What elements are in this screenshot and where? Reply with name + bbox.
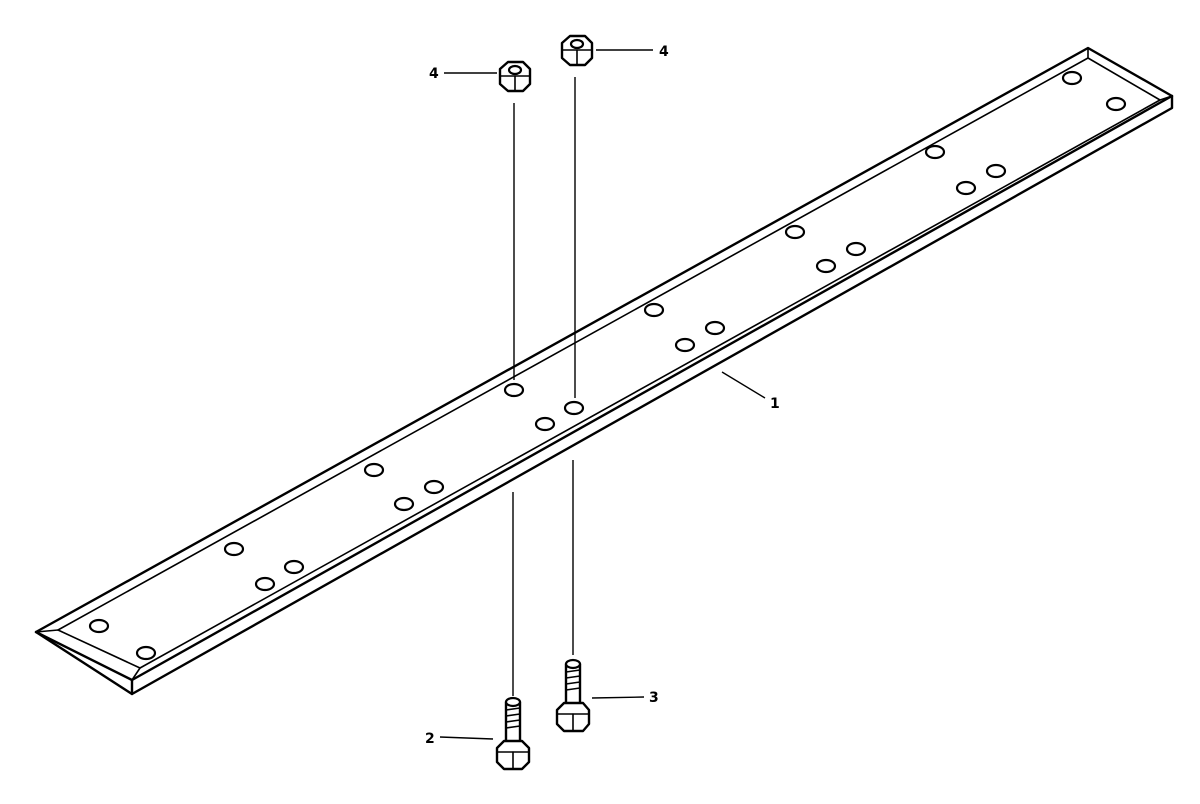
hole — [924, 144, 946, 160]
nut-bore — [569, 38, 585, 50]
hole — [283, 559, 305, 575]
assembly-center-lines — [512, 77, 576, 696]
bar-top-face-outline — [34, 46, 1174, 682]
hole — [423, 479, 445, 495]
hole — [1105, 96, 1127, 112]
hex-nut-left — [498, 60, 532, 93]
bolt-thread — [505, 719, 521, 723]
callout-item-2: 2 — [425, 731, 435, 747]
bar-bevel-line-far — [57, 57, 1089, 631]
hole — [393, 496, 415, 512]
bolt-thread — [505, 713, 521, 717]
cutting-edge-bar — [34, 46, 1174, 696]
hole — [135, 645, 157, 661]
nut-bore — [507, 64, 523, 76]
hole — [503, 382, 525, 398]
hole — [845, 241, 867, 257]
hex-bolt-right — [555, 658, 591, 733]
callout-item-3: 3 — [649, 690, 659, 706]
bar-left-bevel — [35, 629, 141, 681]
bolt-thread — [565, 687, 581, 691]
hole — [674, 337, 696, 353]
bar-bevel-line-near — [139, 99, 1161, 669]
bolt-tip — [564, 658, 582, 670]
hole — [784, 224, 806, 240]
callout-item-4-left: 4 — [429, 66, 439, 82]
hole — [563, 400, 585, 416]
hex-nut-right — [560, 34, 594, 67]
callout-item-1: 1 — [770, 396, 780, 412]
callout-labels: 1 2 3 4 4 — [425, 44, 780, 747]
hole — [363, 462, 385, 478]
leader-item-3 — [591, 696, 645, 699]
hole — [643, 302, 665, 318]
bar-front-edge — [34, 94, 1174, 696]
hex-bolt-left — [495, 696, 531, 771]
hole — [534, 416, 556, 432]
bar-right-bevel — [1087, 47, 1173, 101]
callout-item-4-right: 4 — [659, 44, 669, 60]
hole — [223, 541, 245, 557]
bolt-thread — [565, 681, 581, 685]
bolt-thread — [565, 669, 581, 673]
bolt-tip — [504, 696, 522, 708]
bolt-thread — [505, 725, 521, 729]
hole — [955, 180, 977, 196]
bolt-thread — [565, 675, 581, 679]
hole — [704, 320, 726, 336]
bolt-thread — [505, 707, 521, 711]
hole — [1061, 70, 1083, 86]
hole — [88, 618, 110, 634]
callout-leaders — [439, 49, 766, 740]
leader-item-2 — [439, 736, 494, 740]
hole — [985, 163, 1007, 179]
leader-item-1 — [721, 371, 766, 399]
hole — [815, 258, 837, 274]
hole — [254, 576, 276, 592]
bar-holes — [88, 70, 1127, 661]
